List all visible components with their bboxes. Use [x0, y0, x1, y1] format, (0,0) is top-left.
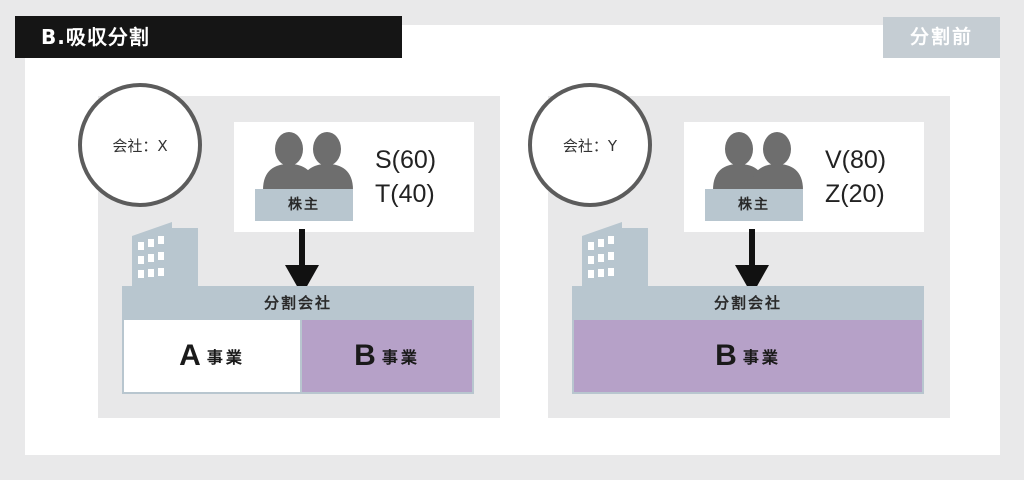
holder-list: V(80) Z(20)	[825, 143, 886, 211]
holder-entry: V(80)	[825, 146, 887, 174]
split-company-bar: 分割会社	[122, 286, 474, 320]
status-badge: 分割前	[883, 17, 1000, 58]
shareholders-icon	[263, 132, 353, 190]
business-b-box: B 事業	[572, 320, 924, 394]
company-y-circle: 会社：Y	[528, 83, 652, 207]
shareholder-label: 株主	[705, 189, 803, 221]
business-word: 事業	[206, 348, 245, 367]
business-word: 事業	[381, 348, 420, 367]
split-company-bar: 分割会社	[572, 286, 924, 320]
business-letter: B	[354, 339, 376, 372]
company-x-label: 会社：X	[112, 136, 168, 155]
business-letter: B	[715, 339, 737, 372]
holder-entry: T(40)	[375, 180, 435, 208]
shareholders-icon	[713, 132, 803, 190]
business-a-box: A 事業	[122, 320, 302, 394]
business-word: 事業	[742, 348, 781, 367]
down-arrow-icon	[285, 229, 319, 295]
business-b-box: B 事業	[300, 320, 474, 394]
business-letter: A	[179, 339, 201, 372]
holder-list: S(60) T(40)	[375, 143, 436, 211]
company-x-circle: 会社：X	[78, 83, 202, 207]
down-arrow-icon	[735, 229, 769, 295]
holder-entry: S(60)	[375, 146, 437, 174]
shareholder-label: 株主	[255, 189, 353, 221]
holder-entry: Z(20)	[825, 180, 885, 208]
company-y-label: 会社：Y	[562, 136, 618, 155]
diagram-title: B.吸収分割	[15, 16, 402, 58]
